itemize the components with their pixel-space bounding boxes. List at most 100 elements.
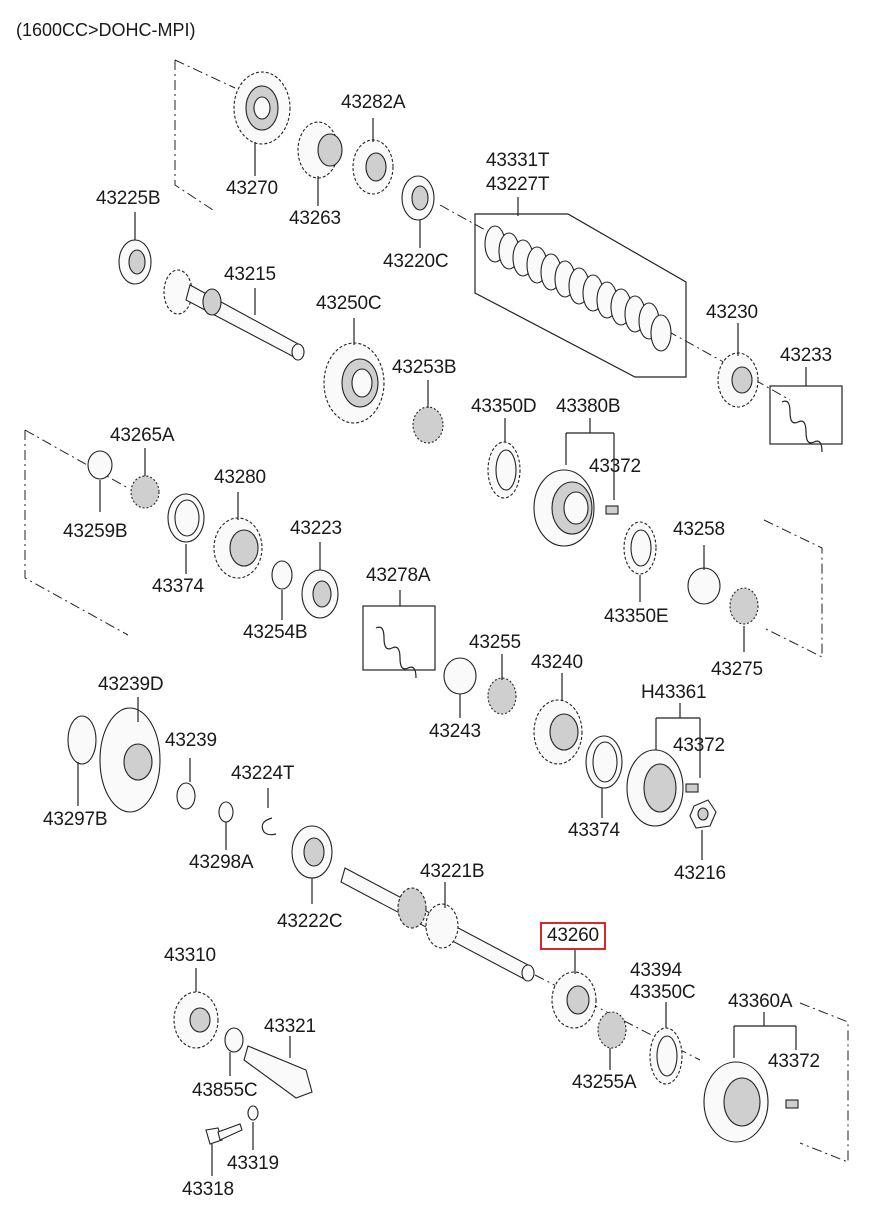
plate-43239D[interactable] xyxy=(99,707,161,813)
label-43372-lower[interactable]: 43372 xyxy=(768,1051,820,1072)
gear-43270[interactable] xyxy=(233,71,291,145)
label-43258[interactable]: 43258 xyxy=(673,519,725,540)
washer-43855C[interactable] xyxy=(224,1027,244,1053)
label-43298A[interactable]: 43298A xyxy=(189,852,254,873)
label-43372-middle[interactable]: 43372 xyxy=(673,735,725,756)
label-43222C[interactable]: 43222C xyxy=(277,911,343,932)
label-43239[interactable]: 43239 xyxy=(165,730,217,751)
label-43259B[interactable]: 43259B xyxy=(63,521,128,542)
key-43372a[interactable] xyxy=(605,505,619,515)
label-43282A[interactable]: 43282A xyxy=(341,92,406,113)
label-43270[interactable]: 43270 xyxy=(226,178,278,199)
label-43278A[interactable]: 43278A xyxy=(366,565,431,586)
label-43350D[interactable]: 43350D xyxy=(471,396,537,417)
washer-43298A[interactable] xyxy=(218,801,234,823)
bolt-43318[interactable] xyxy=(205,1123,243,1145)
synchro-ring-43374a[interactable] xyxy=(167,493,205,543)
shaft-43215[interactable] xyxy=(163,269,305,361)
gear-43282A[interactable] xyxy=(352,139,394,195)
needle-bearing-43255[interactable] xyxy=(487,677,517,715)
label-43321[interactable]: 43321 xyxy=(264,1016,316,1037)
label-43239D[interactable]: 43239D xyxy=(98,674,164,695)
shim-ring-stack[interactable] xyxy=(484,225,672,352)
label-43310[interactable]: 43310 xyxy=(164,945,216,966)
shaft-43221B[interactable] xyxy=(340,867,535,982)
synchro-hub-H43361[interactable] xyxy=(626,749,684,827)
label-43225B[interactable]: 43225B xyxy=(96,188,161,209)
gear-43260[interactable] xyxy=(551,971,597,1029)
synchro-ring-43350E[interactable] xyxy=(623,521,657,575)
label-43255A[interactable]: 43255A xyxy=(572,1072,637,1093)
label-H43361[interactable]: H43361 xyxy=(641,682,707,703)
synchro-hub-43380B[interactable] xyxy=(533,469,595,547)
label-43253B[interactable]: 43253B xyxy=(392,357,457,378)
spring-43278A[interactable] xyxy=(375,626,417,679)
label-43372-upper[interactable]: 43372 xyxy=(589,456,641,477)
label-43215[interactable]: 43215 xyxy=(224,264,276,285)
label-43275[interactable]: 43275 xyxy=(711,659,763,680)
label-43855C[interactable]: 43855C xyxy=(192,1080,258,1101)
label-43263[interactable]: 43263 xyxy=(289,208,341,229)
gear-43280[interactable] xyxy=(213,517,263,579)
spacer-43254B[interactable] xyxy=(271,560,293,590)
label-43224T[interactable]: 43224T xyxy=(231,763,295,784)
gear-43240[interactable] xyxy=(533,699,583,765)
label-43221B[interactable]: 43221B xyxy=(420,861,485,882)
label-43360A[interactable]: 43360A xyxy=(728,991,793,1012)
label-43230[interactable]: 43230 xyxy=(706,302,758,323)
label-43374-left[interactable]: 43374 xyxy=(152,576,204,597)
needle-bearing-43275[interactable] xyxy=(729,587,759,625)
dashed-group-left xyxy=(24,429,129,636)
label-43380B[interactable]: 43380B xyxy=(556,396,621,417)
bearing-43222C[interactable] xyxy=(291,825,333,879)
washer-43319[interactable] xyxy=(247,1105,259,1121)
label-43297B[interactable]: 43297B xyxy=(43,809,108,830)
sleeve-43243[interactable] xyxy=(443,657,477,695)
gear-43263[interactable] xyxy=(297,121,343,179)
dashed-group-top xyxy=(174,59,236,211)
label-43223[interactable]: 43223 xyxy=(290,518,342,539)
label-43280[interactable]: 43280 xyxy=(214,467,266,488)
label-43250C[interactable]: 43250C xyxy=(316,293,382,314)
snap-ring-43239[interactable] xyxy=(176,782,196,810)
label-43220C[interactable]: 43220C xyxy=(383,251,449,272)
nut-43216[interactable] xyxy=(689,799,717,829)
bearing-43225B[interactable] xyxy=(118,239,152,285)
gear-43310[interactable] xyxy=(173,991,219,1049)
label-43374-right[interactable]: 43374 xyxy=(568,820,620,841)
label-43240[interactable]: 43240 xyxy=(531,652,583,673)
needle-bearing-43253B[interactable] xyxy=(412,406,444,444)
bearing-43220C[interactable] xyxy=(401,175,435,221)
label-43227T[interactable]: 43227T xyxy=(486,174,550,195)
synchro-ring-43374b[interactable] xyxy=(585,735,623,789)
gear-43250C[interactable] xyxy=(323,342,385,424)
bearing-43223[interactable] xyxy=(301,569,339,619)
synchro-ring-43350D[interactable] xyxy=(487,441,521,499)
synchro-ring-43350C[interactable] xyxy=(649,1027,683,1085)
synchro-hub-43360A[interactable] xyxy=(703,1061,769,1143)
label-43350C[interactable]: 43350C xyxy=(630,982,696,1003)
label-43331T[interactable]: 43331T xyxy=(486,150,550,171)
sleeve-43259B[interactable] xyxy=(87,450,113,480)
label-43265A[interactable]: 43265A xyxy=(110,425,175,446)
clip-43224T[interactable] xyxy=(261,817,277,836)
label-43233[interactable]: 43233 xyxy=(780,345,832,366)
label-43319[interactable]: 43319 xyxy=(227,1153,279,1174)
label-43318[interactable]: 43318 xyxy=(182,1179,234,1200)
needle-bearing-43265A[interactable] xyxy=(130,475,160,509)
needle-bearing-43255A[interactable] xyxy=(597,1011,627,1049)
label-43394[interactable]: 43394 xyxy=(630,960,682,981)
label-43254B[interactable]: 43254B xyxy=(243,622,308,643)
label-43260-highlighted[interactable]: 43260 xyxy=(540,922,606,950)
spring-43233[interactable] xyxy=(781,400,823,453)
label-43255[interactable]: 43255 xyxy=(469,632,521,653)
shaft-43321[interactable] xyxy=(243,1045,313,1099)
key-43372b[interactable] xyxy=(685,783,699,793)
label-43216[interactable]: 43216 xyxy=(674,863,726,884)
label-43243[interactable]: 43243 xyxy=(429,721,481,742)
label-43350E[interactable]: 43350E xyxy=(604,606,669,627)
key-43372c[interactable] xyxy=(785,1099,799,1109)
sleeve-43258[interactable] xyxy=(687,567,721,605)
gear-43230[interactable] xyxy=(717,352,759,408)
ring-43297B[interactable] xyxy=(67,715,97,765)
